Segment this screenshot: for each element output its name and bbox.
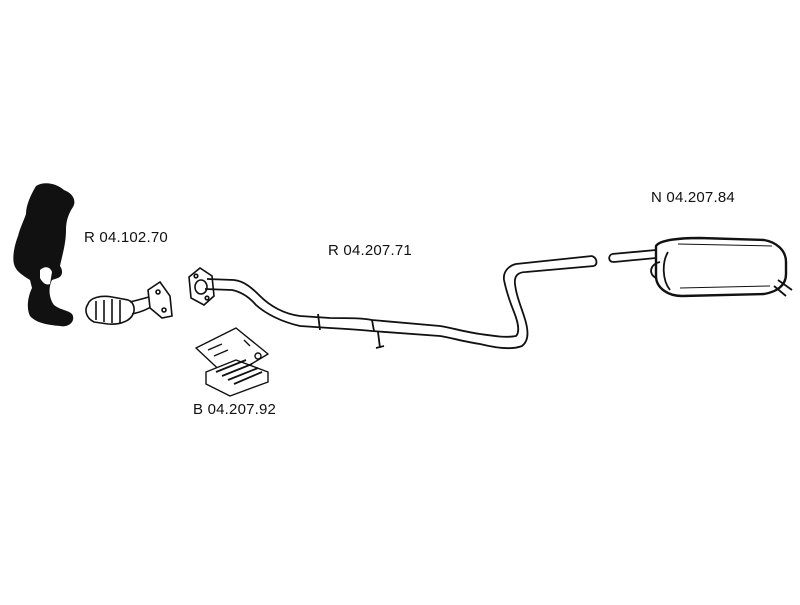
mounting-kit-box [195,327,269,397]
middle-pipe [204,255,598,350]
rear-silencer [608,236,793,298]
part-label-mounting-kit: B 04.207.92 [193,401,277,418]
part-label-middle-pipe: R 04.207.71 [328,242,412,259]
part-label-manifold: R 04.102.70 [84,229,168,246]
pipe-flange [188,267,215,306]
exhaust-manifold [13,183,75,327]
catalytic-converter [85,280,173,325]
part-label-rear-silencer: N 04.207.84 [651,189,735,206]
